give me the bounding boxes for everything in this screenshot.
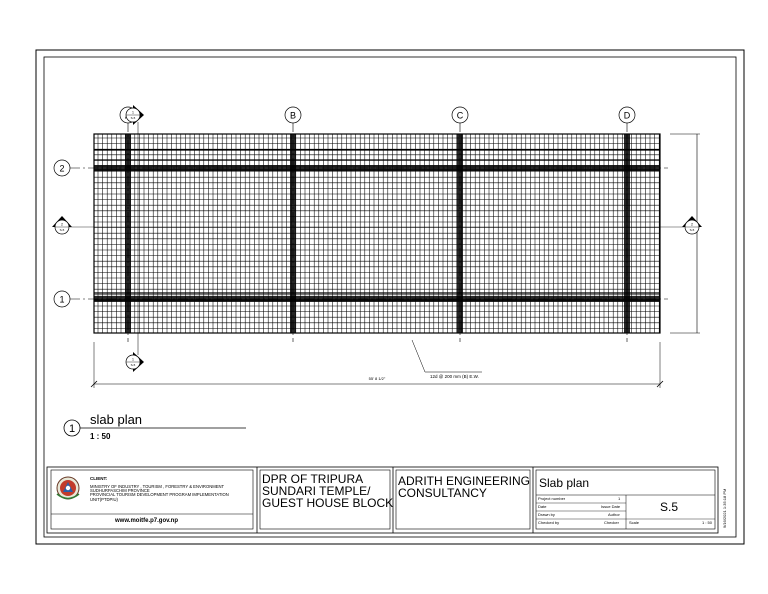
view-title-number: 1 bbox=[69, 423, 75, 435]
scale-value: 1 : 50 bbox=[702, 520, 713, 525]
svg-text:S-5: S-5 bbox=[131, 363, 136, 367]
consultant-line-2: CONSULTANCY bbox=[398, 486, 487, 500]
project-line-3: GUEST HOUSE BLOCK bbox=[262, 496, 394, 510]
field-value-checked-by: Checker bbox=[604, 520, 619, 525]
outer-border bbox=[35, 49, 745, 545]
grid-bubble-col bbox=[618, 106, 636, 124]
section-marker-icon: 1S-5 bbox=[125, 105, 144, 125]
client-lines: MINISTRY OF INDUSTRY , TOURISM , FORESTR… bbox=[90, 484, 229, 502]
view-title: 1 slab plan 1 : 50 bbox=[63, 412, 246, 441]
project-line-1: DPR OF TRIPURA bbox=[262, 472, 364, 486]
client-line-1: MINISTRY OF INDUSTRY , TOURISM , FORESTR… bbox=[90, 484, 225, 489]
section-marker-icon: 1S-5 bbox=[125, 352, 144, 372]
grid-lines: ABCD21 bbox=[53, 106, 668, 342]
svg-text:S-5: S-5 bbox=[131, 116, 136, 120]
svg-text:2: 2 bbox=[691, 223, 693, 227]
grid-label-col: C bbox=[457, 111, 464, 121]
title-block bbox=[46, 466, 719, 534]
client-label: CLIENT: bbox=[90, 476, 108, 481]
view-title-name: slab plan bbox=[90, 412, 142, 427]
client-line-3: PROVINCIAL TOURISM DEVELOPMENT PROGRAM I… bbox=[90, 492, 229, 498]
sheet-name: Slab plan bbox=[539, 476, 590, 490]
grid-bubble-col bbox=[451, 106, 469, 124]
scale-label: Scale bbox=[629, 520, 640, 525]
print-stamp: 9/16/2021 1:35:18 PM bbox=[722, 489, 727, 528]
client-emblem-icon bbox=[56, 476, 80, 500]
field-value-project-number: 1 bbox=[618, 496, 621, 501]
rebar-bars bbox=[94, 134, 660, 333]
beam-strip bbox=[94, 165, 660, 171]
field-value-drawn-by: Author bbox=[608, 512, 620, 517]
slab-rebar-mesh bbox=[93, 133, 661, 334]
inner-border bbox=[43, 56, 737, 538]
sheet-number: S.5 bbox=[660, 500, 679, 514]
grid-label-row: 2 bbox=[59, 164, 64, 174]
grid-bubble-row bbox=[53, 159, 71, 177]
vertical-dimension bbox=[670, 133, 700, 334]
project-line-2: SUNDARI TEMPLE/ bbox=[262, 484, 371, 498]
rebar-note: 12d @ 200 mm (B) E.W. bbox=[430, 374, 479, 379]
rebar-note-leader: 12d @ 200 mm (B) E.W. bbox=[411, 339, 482, 379]
grid-bubble-col bbox=[284, 106, 302, 124]
overall-dimension: 55' 8 1/2" bbox=[90, 342, 664, 388]
field-label-checked-by: Checked by bbox=[538, 520, 560, 525]
client-line-4: UNIT(PTDPIU) bbox=[90, 496, 118, 502]
column-strip bbox=[624, 134, 630, 333]
consultant-title: ADRITH ENGINEERING CONSULTANCY bbox=[398, 475, 530, 499]
svg-text:S-5: S-5 bbox=[60, 228, 65, 232]
view-title-scale: 1 : 50 bbox=[90, 432, 111, 441]
project-title: DPR OF TRIPURA SUNDARI TEMPLE/ GUEST HOU… bbox=[262, 473, 393, 509]
beam-strip bbox=[94, 296, 660, 302]
field-value-date: Issue Date bbox=[601, 504, 621, 509]
grid-label-row: 1 bbox=[59, 295, 64, 305]
field-label-project-number: Project number bbox=[538, 496, 566, 501]
client-website: www.moitfe.p7.gov.np bbox=[115, 518, 178, 524]
dimension-text: 55' 8 1/2" bbox=[369, 376, 386, 381]
svg-text:1: 1 bbox=[132, 111, 134, 115]
grid-label-col: D bbox=[624, 111, 631, 121]
slab-outline bbox=[93, 133, 661, 334]
consultant-line-1: ADRITH ENGINEERING bbox=[398, 474, 531, 488]
field-label-date: Date bbox=[538, 504, 547, 509]
field-label-drawn-by: Drawn by bbox=[538, 512, 555, 517]
column-strip bbox=[125, 134, 131, 333]
column-strip bbox=[290, 134, 296, 333]
section-marker-icon: 2S-5 bbox=[52, 216, 72, 235]
svg-text:2: 2 bbox=[61, 223, 63, 227]
client-line-2: SUDHURPASCHIM PROVINCE bbox=[90, 488, 150, 494]
svg-text:1: 1 bbox=[132, 358, 134, 362]
section-marker-icon: 2S-5 bbox=[682, 216, 702, 235]
grid-label-col: B bbox=[290, 111, 296, 121]
column-strip bbox=[457, 134, 463, 333]
section-markers: 1S-51S-52S-52S-5 bbox=[52, 105, 702, 372]
grid-bubble-row bbox=[53, 290, 71, 308]
svg-text:S-5: S-5 bbox=[690, 228, 695, 232]
